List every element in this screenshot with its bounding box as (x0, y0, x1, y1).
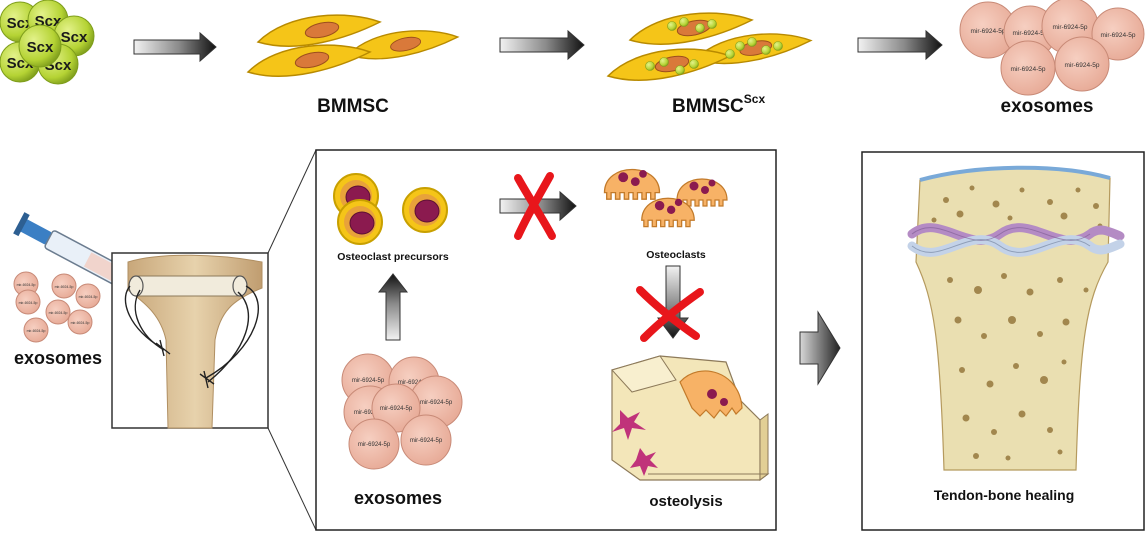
exosome: mir-6924-5p (15, 289, 41, 315)
exosome: mir-6924-5p (75, 283, 101, 309)
exosomes-panel-label: exosomes (354, 488, 442, 508)
mirna-label: mir-6924-5p (17, 283, 36, 287)
scx-cell: Scx (18, 24, 62, 68)
arrow-right-icon (799, 310, 841, 386)
zoom-line-top (267, 149, 317, 254)
exosome-cluster-small: mir-6924-5p mir-6924-5p mir-6924-5p mir-… (13, 271, 101, 343)
exosome: mir-6924-5p (1000, 40, 1056, 96)
mirna-label: mir-6924-5p (1064, 62, 1099, 69)
exosome: mir-6924-5p (371, 383, 421, 433)
mirna-label: mir-6924-5p (1100, 32, 1135, 39)
mirna-label: mir-6924-5p (71, 321, 90, 325)
mirna-label: mir-6924-5p (380, 406, 413, 412)
arrow-right-icon (133, 31, 217, 63)
bmmsc-scx-cells (607, 12, 812, 81)
osteolysis-illustration (611, 355, 770, 481)
scx-cell-label: Scx (27, 39, 54, 56)
mirna-label: mir-6924-5p (358, 442, 391, 448)
arrow-right-icon (857, 29, 943, 61)
mirna-label: mir-6924-5p (354, 410, 387, 416)
mirna-label: mir-6924-5p (352, 378, 385, 384)
scx-cell-label: Scx (61, 29, 88, 46)
mirna-label: mir-6924-5p (398, 380, 431, 386)
mirna-label: mir-6924-5p (420, 400, 453, 406)
bone-pores (931, 185, 1103, 461)
exosomes-left-label: exosomes (14, 348, 102, 368)
scx-cell-label: Scx (7, 15, 34, 32)
mirna-label: mir-6924-5p (55, 285, 74, 289)
exosome: mir-6924-5p (67, 309, 93, 335)
exosome: mir-6924-5p (45, 299, 71, 325)
bmmsc-scx-label: BMMSCScx (672, 92, 765, 117)
exosome-cluster-panel: mir-6924-5p mir-6924-5p mir-6924-5p mir-… (341, 353, 463, 470)
bmmsc-label: BMMSC (317, 96, 389, 117)
red-cross-icon (514, 172, 556, 240)
mirna-label: mir-6924-5p (410, 438, 443, 444)
osteoclast-precursors-label: Osteoclast precursors (337, 251, 449, 263)
bmmsc-cells (247, 14, 459, 77)
bmmsc-scx-superscript: Scx (744, 92, 766, 106)
tibia-box (111, 252, 269, 429)
healed-bone (907, 165, 1125, 471)
zoom-line-bottom (267, 427, 317, 531)
mirna-label: mir-6924-5p (1010, 66, 1045, 73)
mirna-label: mir-6924-5p (970, 28, 1005, 35)
exosomes-top-label: exosomes (1001, 96, 1094, 117)
exosome: mir-6924-5p (348, 418, 400, 470)
mirna-label: mir-6924-5p (1012, 30, 1047, 37)
osteolysis-label: osteolysis (649, 493, 722, 510)
exosome: mir-6924-5p (400, 414, 452, 466)
exosome: mir-6924-5p (51, 273, 77, 299)
scx-cell-cluster: Scx Scx Scx Scx Scx Scx (0, 0, 95, 85)
mirna-label: mir-6924-5p (49, 311, 68, 315)
exosome-cluster-top: mir-6924-5p mir-6924-5p mir-6924-5p mir-… (959, 0, 1145, 96)
bmmsc-scx-base: BMMSC (672, 96, 744, 117)
mirna-label: mir-6924-5p (27, 329, 46, 333)
exosome: mir-6924-5p (1091, 7, 1145, 61)
tendon-bone-healing-label: Tendon-bone healing (934, 487, 1075, 503)
arrow-right-icon (499, 29, 585, 61)
red-cross-icon (636, 286, 704, 342)
mirna-label: mir-6924-5p (79, 295, 98, 299)
mirna-label: mir-6924-5p (19, 301, 38, 305)
mirna-label: mir-6924-5p (1052, 24, 1087, 31)
arrow-up-icon (377, 273, 409, 341)
exosome: mir-6924-5p (23, 317, 49, 343)
osteoclasts-label: Osteoclasts (646, 249, 706, 261)
exosome: mir-6924-5p (1054, 36, 1110, 92)
